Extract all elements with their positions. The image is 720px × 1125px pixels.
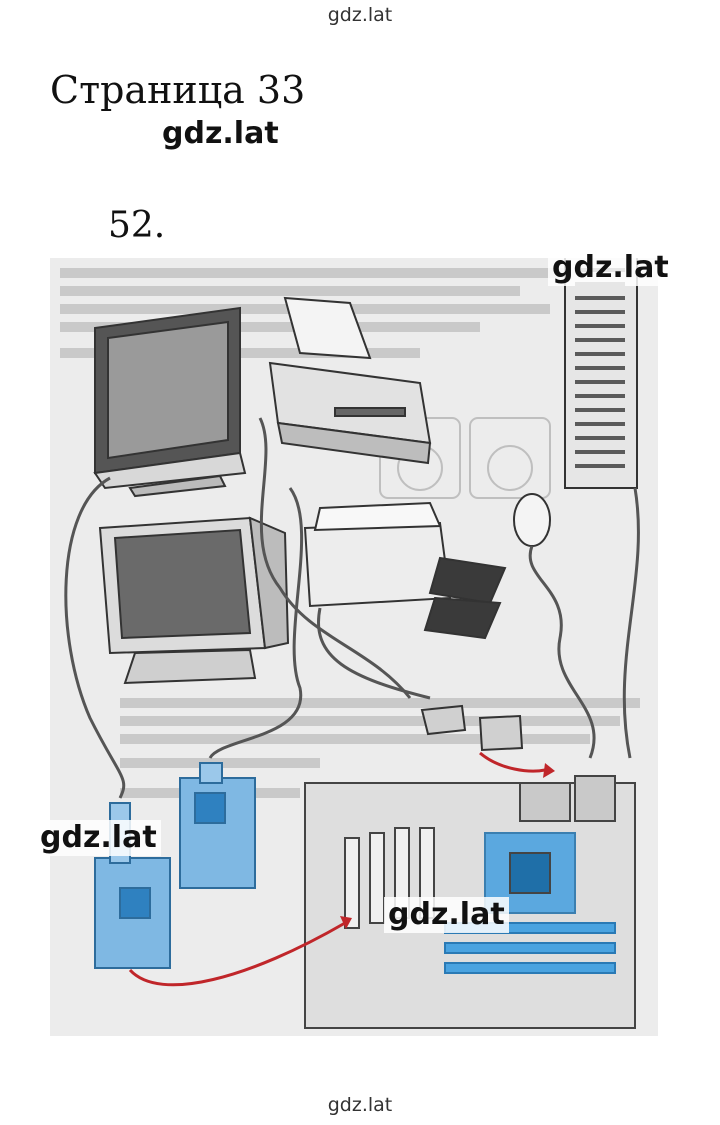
crt-monitor xyxy=(98,516,290,685)
cables xyxy=(64,417,640,799)
keyboard xyxy=(564,258,638,489)
lcd-monitor xyxy=(93,306,247,498)
watermark-top: gdz.lat xyxy=(327,4,393,26)
laser-printer xyxy=(303,501,507,640)
watermark-overlay: gdz.lat xyxy=(158,116,283,152)
watermark-overlay: gdz.lat xyxy=(548,250,673,286)
connectors xyxy=(420,704,524,752)
red-arrows xyxy=(128,751,546,987)
dot-matrix-printer xyxy=(268,296,432,465)
mouse xyxy=(513,493,551,547)
expansion-cards xyxy=(94,762,256,969)
arrowheads xyxy=(340,763,555,929)
task-number: 52. xyxy=(108,205,166,246)
watermark-overlay: gdz.lat xyxy=(384,897,509,933)
watermark-bottom: gdz.lat xyxy=(327,1094,393,1116)
watermark-overlay: gdz.lat xyxy=(36,820,161,856)
computer-devices-illustration xyxy=(50,258,658,1036)
page-title: Страница 33 xyxy=(50,68,306,112)
